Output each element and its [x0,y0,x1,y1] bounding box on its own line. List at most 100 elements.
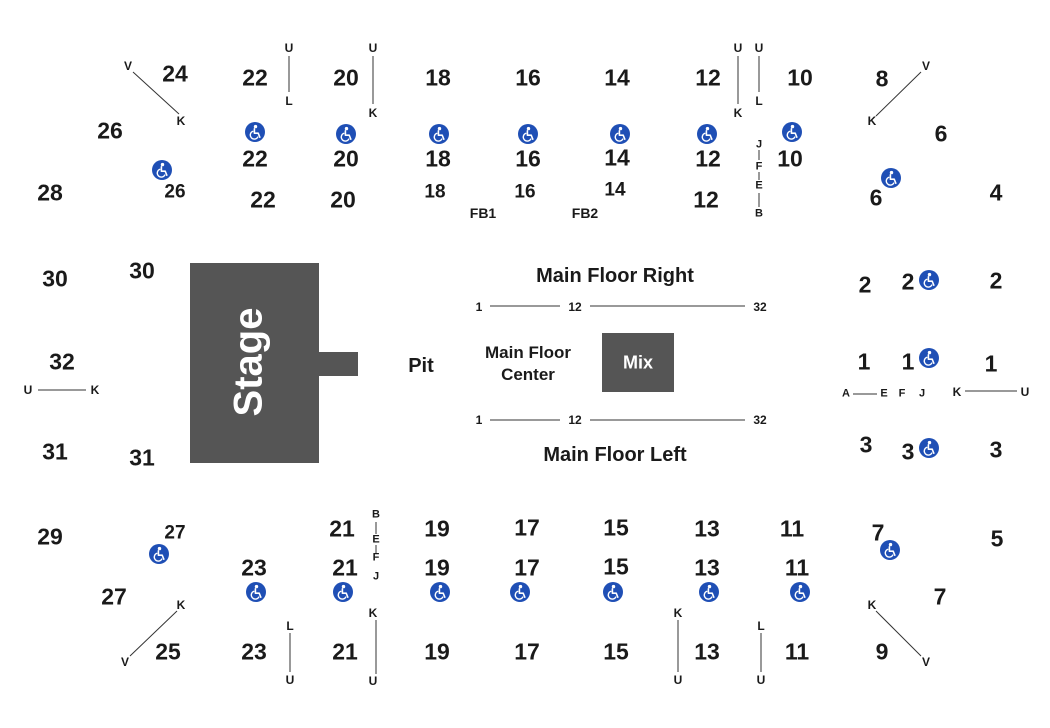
row-a-marker: A [842,387,850,400]
wheelchair-accessible-icon [245,122,265,142]
section-fb2[interactable]: FB2 [571,205,599,221]
section-19-upper[interactable]: 19 [424,515,450,542]
section-25[interactable]: 25 [155,638,181,665]
section-21-lower[interactable]: 21 [332,638,358,665]
wheelchair-accessible-icon [697,124,717,144]
row-k-marker: K [867,114,877,128]
row-l-marker: L [755,94,763,108]
section-20-upper[interactable]: 20 [333,64,359,91]
section-10-upper[interactable]: 10 [787,64,813,91]
section-18-lower[interactable]: 18 [424,181,446,203]
section-11-upper[interactable]: 11 [779,515,805,542]
section-26-lower[interactable]: 26 [164,181,186,203]
section-16-upper[interactable]: 16 [515,64,541,91]
section-28[interactable]: 28 [37,179,63,206]
section-12-upper[interactable]: 12 [695,64,721,91]
section-10-lower[interactable]: 10 [777,145,803,172]
floor-left-row-12: 12 [568,413,582,427]
row-v-marker: V [921,59,931,73]
section-4[interactable]: 4 [989,179,1003,206]
section-2-middle[interactable]: 2 [901,268,915,295]
section-31-inner[interactable]: 31 [129,444,155,471]
section-23-lower[interactable]: 23 [241,638,267,665]
section-18-middle[interactable]: 18 [425,145,451,172]
section-11-middle[interactable]: 11 [784,554,810,581]
section-14-middle[interactable]: 14 [604,144,630,171]
wheelchair-accessible-icon [880,540,900,560]
section-5[interactable]: 5 [990,525,1004,552]
section-29[interactable]: 29 [37,523,63,550]
section-24[interactable]: 24 [162,60,188,87]
section-30-outer[interactable]: 30 [42,265,68,292]
row-u-marker: U [673,673,683,687]
section-30-inner[interactable]: 30 [129,257,155,284]
wheelchair-accessible-icon [152,160,172,180]
section-6[interactable]: 6 [934,120,948,147]
row-k-marker: K [368,106,378,120]
row-j-marker: J [918,387,926,400]
section-18-upper[interactable]: 18 [425,64,451,91]
section-14-upper[interactable]: 14 [604,64,630,91]
section-31-outer[interactable]: 31 [42,438,68,465]
section-27-outer[interactable]: 27 [101,583,127,610]
section-17-upper[interactable]: 17 [514,514,540,541]
section-8[interactable]: 8 [875,65,889,92]
section-6-lower[interactable]: 6 [869,184,883,211]
section-20-lower[interactable]: 20 [330,186,356,213]
pit-label[interactable]: Pit [408,355,434,377]
section-16-lower[interactable]: 16 [514,181,536,203]
row-e-marker: E [880,387,888,400]
section-19-lower[interactable]: 19 [424,638,450,665]
section-3-inner[interactable]: 3 [859,431,873,458]
section-23-upper[interactable]: 23 [241,554,267,581]
section-7-inner[interactable]: 7 [871,519,885,546]
section-2-outer[interactable]: 2 [989,267,1003,294]
section-16-middle[interactable]: 16 [515,145,541,172]
row-b-marker: B [372,508,380,521]
section-22-lower[interactable]: 22 [250,186,276,213]
section-19-middle[interactable]: 19 [424,554,450,581]
section-14-lower[interactable]: 14 [604,179,626,201]
section-7-outer[interactable]: 7 [933,583,947,610]
floor-left-row-32: 32 [753,413,767,427]
row-e-marker: E [755,179,763,192]
section-1-outer[interactable]: 1 [984,350,998,377]
section-3-middle[interactable]: 3 [901,438,915,465]
section-13-middle[interactable]: 13 [694,554,720,581]
section-fb1[interactable]: FB1 [469,205,497,221]
wheelchair-accessible-icon [430,582,450,602]
stage-thrust [318,352,358,376]
section-17-middle[interactable]: 17 [514,554,540,581]
section-21-upper[interactable]: 21 [329,515,355,542]
row-u-marker: U [1020,385,1030,399]
section-15-middle[interactable]: 15 [603,553,629,580]
section-2-inner[interactable]: 2 [858,271,872,298]
section-15-upper[interactable]: 15 [603,514,629,541]
section-27-inner[interactable]: 27 [164,522,186,544]
section-3-outer[interactable]: 3 [989,436,1003,463]
section-12-middle[interactable]: 12 [695,145,721,172]
main-floor-left-label[interactable]: Main Floor Left [543,444,687,466]
main-floor-right-label[interactable]: Main Floor Right [536,265,694,287]
wheelchair-accessible-icon [782,122,802,142]
section-1-middle[interactable]: 1 [901,348,915,375]
section-20-middle[interactable]: 20 [333,145,359,172]
section-9[interactable]: 9 [875,638,889,665]
section-15-lower[interactable]: 15 [603,638,629,665]
section-17-lower[interactable]: 17 [514,638,540,665]
floor-right-row-32: 32 [753,300,767,314]
section-1-inner[interactable]: 1 [857,348,871,375]
section-13-lower[interactable]: 13 [694,638,720,665]
section-32[interactable]: 32 [49,348,75,375]
section-12-lower[interactable]: 12 [693,186,719,213]
section-26[interactable]: 26 [97,117,123,144]
floor-right-row-1: 1 [475,300,483,314]
section-22-middle[interactable]: 22 [242,145,268,172]
section-22-upper[interactable]: 22 [242,64,268,91]
section-13-upper[interactable]: 13 [694,515,720,542]
wheelchair-accessible-icon [919,348,939,368]
section-11-lower[interactable]: 11 [784,638,810,665]
section-21-middle[interactable]: 21 [332,554,358,581]
